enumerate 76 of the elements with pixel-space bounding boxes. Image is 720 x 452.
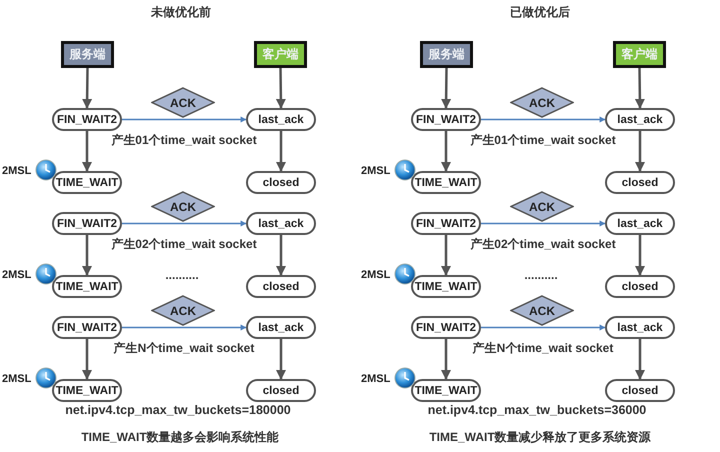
arrow bbox=[122, 116, 247, 122]
arrow bbox=[441, 339, 451, 380]
arrow bbox=[122, 324, 247, 330]
arrow bbox=[635, 131, 645, 172]
state-pill: TIME_WAIT bbox=[411, 379, 481, 402]
duration-label: 2MSL bbox=[361, 373, 390, 385]
text-label: net.ipv4.tcp_max_tw_buckets=36000 bbox=[428, 403, 646, 417]
duration-label: 2MSL bbox=[361, 269, 390, 281]
state-pill: TIME_WAIT bbox=[52, 171, 122, 194]
text-label: .......... bbox=[524, 268, 558, 282]
message-diamond: ACK bbox=[510, 87, 574, 118]
arrow bbox=[481, 220, 606, 226]
text-label: .......... bbox=[165, 268, 199, 282]
state-pill: FIN_WAIT2 bbox=[411, 108, 481, 131]
state-pill: closed bbox=[605, 275, 675, 298]
arrow bbox=[441, 68, 452, 109]
arrow bbox=[82, 235, 92, 276]
state-pill: closed bbox=[246, 171, 316, 194]
state-pill: TIME_WAIT bbox=[411, 171, 481, 194]
text-label: net.ipv4.tcp_max_tw_buckets=180000 bbox=[65, 403, 291, 417]
state-pill: closed bbox=[605, 171, 675, 194]
duration-label: 2MSL bbox=[2, 165, 32, 177]
state-pill: last_ack bbox=[246, 316, 316, 339]
message-diamond: ACK bbox=[510, 295, 574, 326]
state-pill: last_ack bbox=[605, 212, 675, 235]
arrow bbox=[276, 339, 286, 380]
arrow bbox=[634, 68, 645, 109]
message-diamond: ACK bbox=[151, 295, 215, 326]
edge-label: 产生01个time_wait socket bbox=[468, 132, 618, 148]
arrow bbox=[82, 339, 92, 380]
role-box: 客户端 bbox=[613, 41, 666, 68]
edge-label: 产生N个time_wait socket bbox=[470, 340, 616, 356]
state-pill: closed bbox=[605, 379, 675, 402]
arrow bbox=[441, 131, 451, 172]
text-label: 已做优化后 bbox=[510, 4, 570, 21]
arrow bbox=[122, 220, 247, 226]
arrow bbox=[441, 235, 451, 276]
state-pill: TIME_WAIT bbox=[52, 379, 122, 402]
arrow bbox=[481, 116, 606, 122]
text-label: 未做优化前 bbox=[151, 4, 211, 21]
arrow bbox=[276, 68, 286, 109]
role-box: 服务端 bbox=[420, 41, 473, 68]
text-label: TIME_WAIT数量减少释放了更多系统资源 bbox=[429, 429, 651, 446]
state-pill: FIN_WAIT2 bbox=[52, 316, 122, 339]
message-diamond: ACK bbox=[510, 191, 574, 222]
arrow bbox=[635, 339, 645, 380]
arrow bbox=[481, 324, 606, 330]
role-box: 客户端 bbox=[254, 41, 307, 68]
state-pill: FIN_WAIT2 bbox=[52, 108, 122, 131]
state-pill: last_ack bbox=[246, 108, 316, 131]
edge-label: 产生01个time_wait socket bbox=[109, 132, 259, 148]
arrow bbox=[82, 131, 92, 172]
state-pill: closed bbox=[246, 379, 316, 402]
arrow bbox=[635, 235, 645, 276]
duration-label: 2MSL bbox=[2, 373, 32, 385]
arrow bbox=[276, 235, 286, 276]
edge-label: 产生02个time_wait socket bbox=[109, 236, 259, 252]
duration-label: 2MSL bbox=[361, 165, 390, 177]
edge-label: 产生02个time_wait socket bbox=[468, 236, 618, 252]
arrow bbox=[82, 68, 92, 109]
state-pill: FIN_WAIT2 bbox=[411, 316, 481, 339]
duration-label: 2MSL bbox=[2, 269, 32, 281]
state-pill: last_ack bbox=[246, 212, 316, 235]
state-pill: FIN_WAIT2 bbox=[411, 212, 481, 235]
arrow bbox=[276, 131, 286, 172]
text-label: TIME_WAIT数量越多会影响系统性能 bbox=[81, 429, 279, 446]
message-diamond: ACK bbox=[151, 87, 215, 118]
message-diamond: ACK bbox=[151, 191, 215, 222]
state-pill: TIME_WAIT bbox=[52, 275, 122, 298]
edge-label: 产生N个time_wait socket bbox=[112, 340, 256, 356]
state-pill: last_ack bbox=[605, 108, 675, 131]
state-pill: closed bbox=[246, 275, 316, 298]
state-pill: FIN_WAIT2 bbox=[52, 212, 122, 235]
role-box: 服务端 bbox=[61, 41, 114, 68]
state-pill: last_ack bbox=[605, 316, 675, 339]
state-pill: TIME_WAIT bbox=[411, 275, 481, 298]
